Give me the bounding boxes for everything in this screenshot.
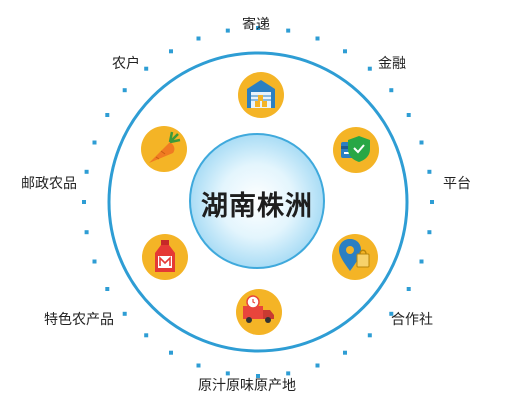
label-left: 邮政农品 xyxy=(21,176,77,192)
ring-dot xyxy=(144,333,149,338)
ring-dot xyxy=(122,88,127,93)
label-top-left: 农户 xyxy=(112,56,140,72)
label-bottom-right: 合作社 xyxy=(391,312,433,328)
ring-dot xyxy=(92,259,97,264)
delivery-truck-icon xyxy=(236,289,282,335)
ring-dot xyxy=(315,363,320,368)
center-circle xyxy=(189,133,325,269)
label-bottom-left: 特色农产品 xyxy=(44,312,114,328)
ring-dot xyxy=(144,66,149,71)
ring-dot xyxy=(84,230,89,235)
warehouse-icon xyxy=(238,72,284,118)
label-bottom: 原汁原味原产地 xyxy=(198,378,296,394)
ring-dot xyxy=(367,66,372,71)
ring-dot xyxy=(389,311,394,316)
ring-dot xyxy=(419,259,424,264)
main-ring xyxy=(107,51,409,353)
label-top-right: 金融 xyxy=(378,56,406,72)
ring-dot xyxy=(196,363,201,368)
ring-dot xyxy=(406,287,411,291)
ring-dot xyxy=(82,200,86,204)
ring-dot xyxy=(105,287,110,291)
ring-dot xyxy=(256,26,260,30)
ring-dot xyxy=(315,36,320,41)
ring-dot xyxy=(367,333,372,338)
ring-dot xyxy=(122,311,127,316)
ring-dot xyxy=(419,140,424,145)
carrot-icon xyxy=(141,126,187,172)
ring-dot xyxy=(105,113,110,117)
ring-dot xyxy=(406,113,411,117)
ring-dot xyxy=(225,28,230,33)
ring-dot xyxy=(225,371,230,376)
ring-dot xyxy=(84,169,89,174)
ring-dot xyxy=(343,350,347,355)
location-pin-bag-icon xyxy=(332,234,378,280)
label-right: 平台 xyxy=(443,176,471,192)
ring-dot xyxy=(286,28,291,33)
ring-dot xyxy=(427,230,432,235)
label-top: 寄递 xyxy=(242,17,270,33)
credit-card-shield-icon xyxy=(333,127,379,173)
milk-bottle-icon xyxy=(142,234,188,280)
ring-dot xyxy=(430,200,434,204)
ring-dot xyxy=(256,374,260,378)
ring-dot xyxy=(169,350,173,355)
ring-dot xyxy=(389,88,394,93)
ring-dot xyxy=(92,140,97,145)
ring-dot xyxy=(196,36,201,41)
ring-dot xyxy=(286,371,291,376)
center-title: 湖南株洲 xyxy=(201,191,313,222)
ring-dot xyxy=(343,49,347,54)
dotted-outer-ring xyxy=(82,26,434,378)
ring-dot xyxy=(169,49,173,54)
ring-dot xyxy=(427,169,432,174)
